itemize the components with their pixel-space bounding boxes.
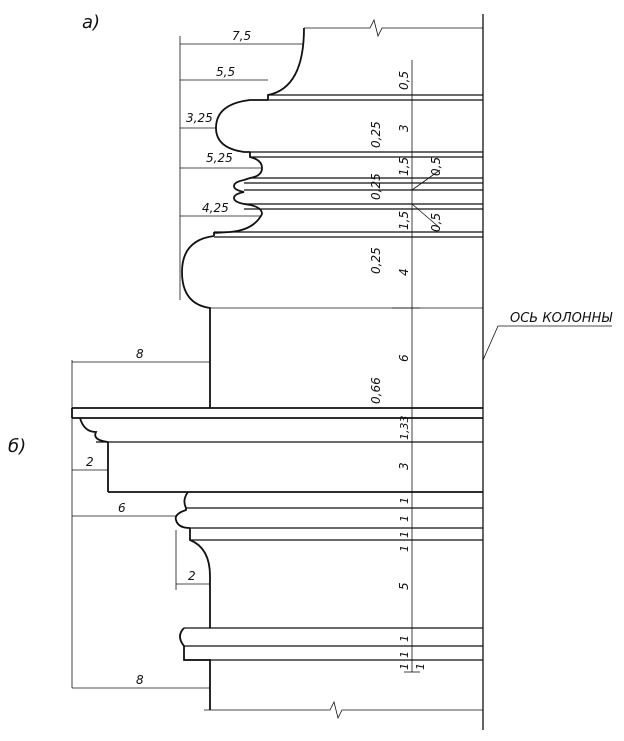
dim-h-7-5: 7,5 bbox=[232, 29, 251, 43]
capital-horizontal-dimensions bbox=[72, 36, 304, 363]
dim-v-0-5-top: 0,5 bbox=[397, 71, 411, 90]
dim-v-1-e: 1 bbox=[398, 635, 411, 642]
dim-h-2-b: 2 bbox=[188, 569, 196, 583]
dim-v-1-33: 1,33 bbox=[398, 416, 411, 441]
dim-v-0-25-a: 0,25 bbox=[369, 121, 383, 148]
axis-leader-line bbox=[482, 325, 499, 361]
dim-v-1-d: 1 bbox=[398, 545, 411, 552]
capital-vertical-dimension-chain bbox=[392, 60, 441, 410]
panel-label-b: б) bbox=[8, 436, 26, 457]
dim-h-5-25: 5,25 bbox=[206, 151, 233, 165]
dim-v-0-5-a: 0,5 bbox=[429, 157, 443, 176]
base-horizontal-dimensions bbox=[71, 360, 210, 689]
axis-label: ОСЬ КОЛОННЫ bbox=[510, 311, 613, 326]
dim-v-0-5-b: 0,5 bbox=[429, 213, 443, 232]
dim-h-6: 6 bbox=[118, 501, 126, 515]
panel-label-a: а) bbox=[82, 12, 100, 33]
dim-v-1-b: 1 bbox=[398, 515, 411, 522]
bottom-break-line bbox=[204, 700, 483, 720]
top-break-line bbox=[304, 18, 483, 38]
dim-v-1-c: 1 bbox=[398, 531, 411, 538]
dim-v-1-a: 1 bbox=[398, 497, 411, 504]
dim-h-8-top: 8 bbox=[136, 347, 144, 361]
dim-v-0-66: 0,66 bbox=[369, 377, 383, 404]
dim-v-3-base: 3 bbox=[397, 462, 411, 470]
dim-v-1-5-b: 1,5 bbox=[397, 211, 411, 230]
dim-v-1-g: 1 bbox=[398, 663, 411, 670]
dim-v-6: 6 bbox=[397, 354, 411, 362]
dim-v-1-h: 1 bbox=[414, 663, 427, 670]
base-vertical-dimension-chain bbox=[404, 410, 420, 673]
capital-profile bbox=[181, 27, 483, 408]
dim-v-1-5-a: 1,5 bbox=[397, 157, 411, 176]
dim-v-0-25-c: 0,25 bbox=[369, 247, 383, 274]
dim-h-2-a: 2 bbox=[86, 455, 94, 469]
dim-v-5: 5 bbox=[397, 582, 411, 590]
dim-v-4: 4 bbox=[397, 268, 411, 276]
dim-v-0-25-b: 0,25 bbox=[369, 173, 383, 200]
dim-h-3-25: 3,25 bbox=[186, 111, 213, 125]
dim-v-3: 3 bbox=[397, 124, 411, 132]
dim-v-1-f: 1 bbox=[398, 651, 411, 658]
dim-h-4-25: 4,25 bbox=[202, 201, 229, 215]
dim-h-5-5: 5,5 bbox=[216, 65, 235, 79]
dim-h-8-bottom: 8 bbox=[136, 673, 144, 687]
